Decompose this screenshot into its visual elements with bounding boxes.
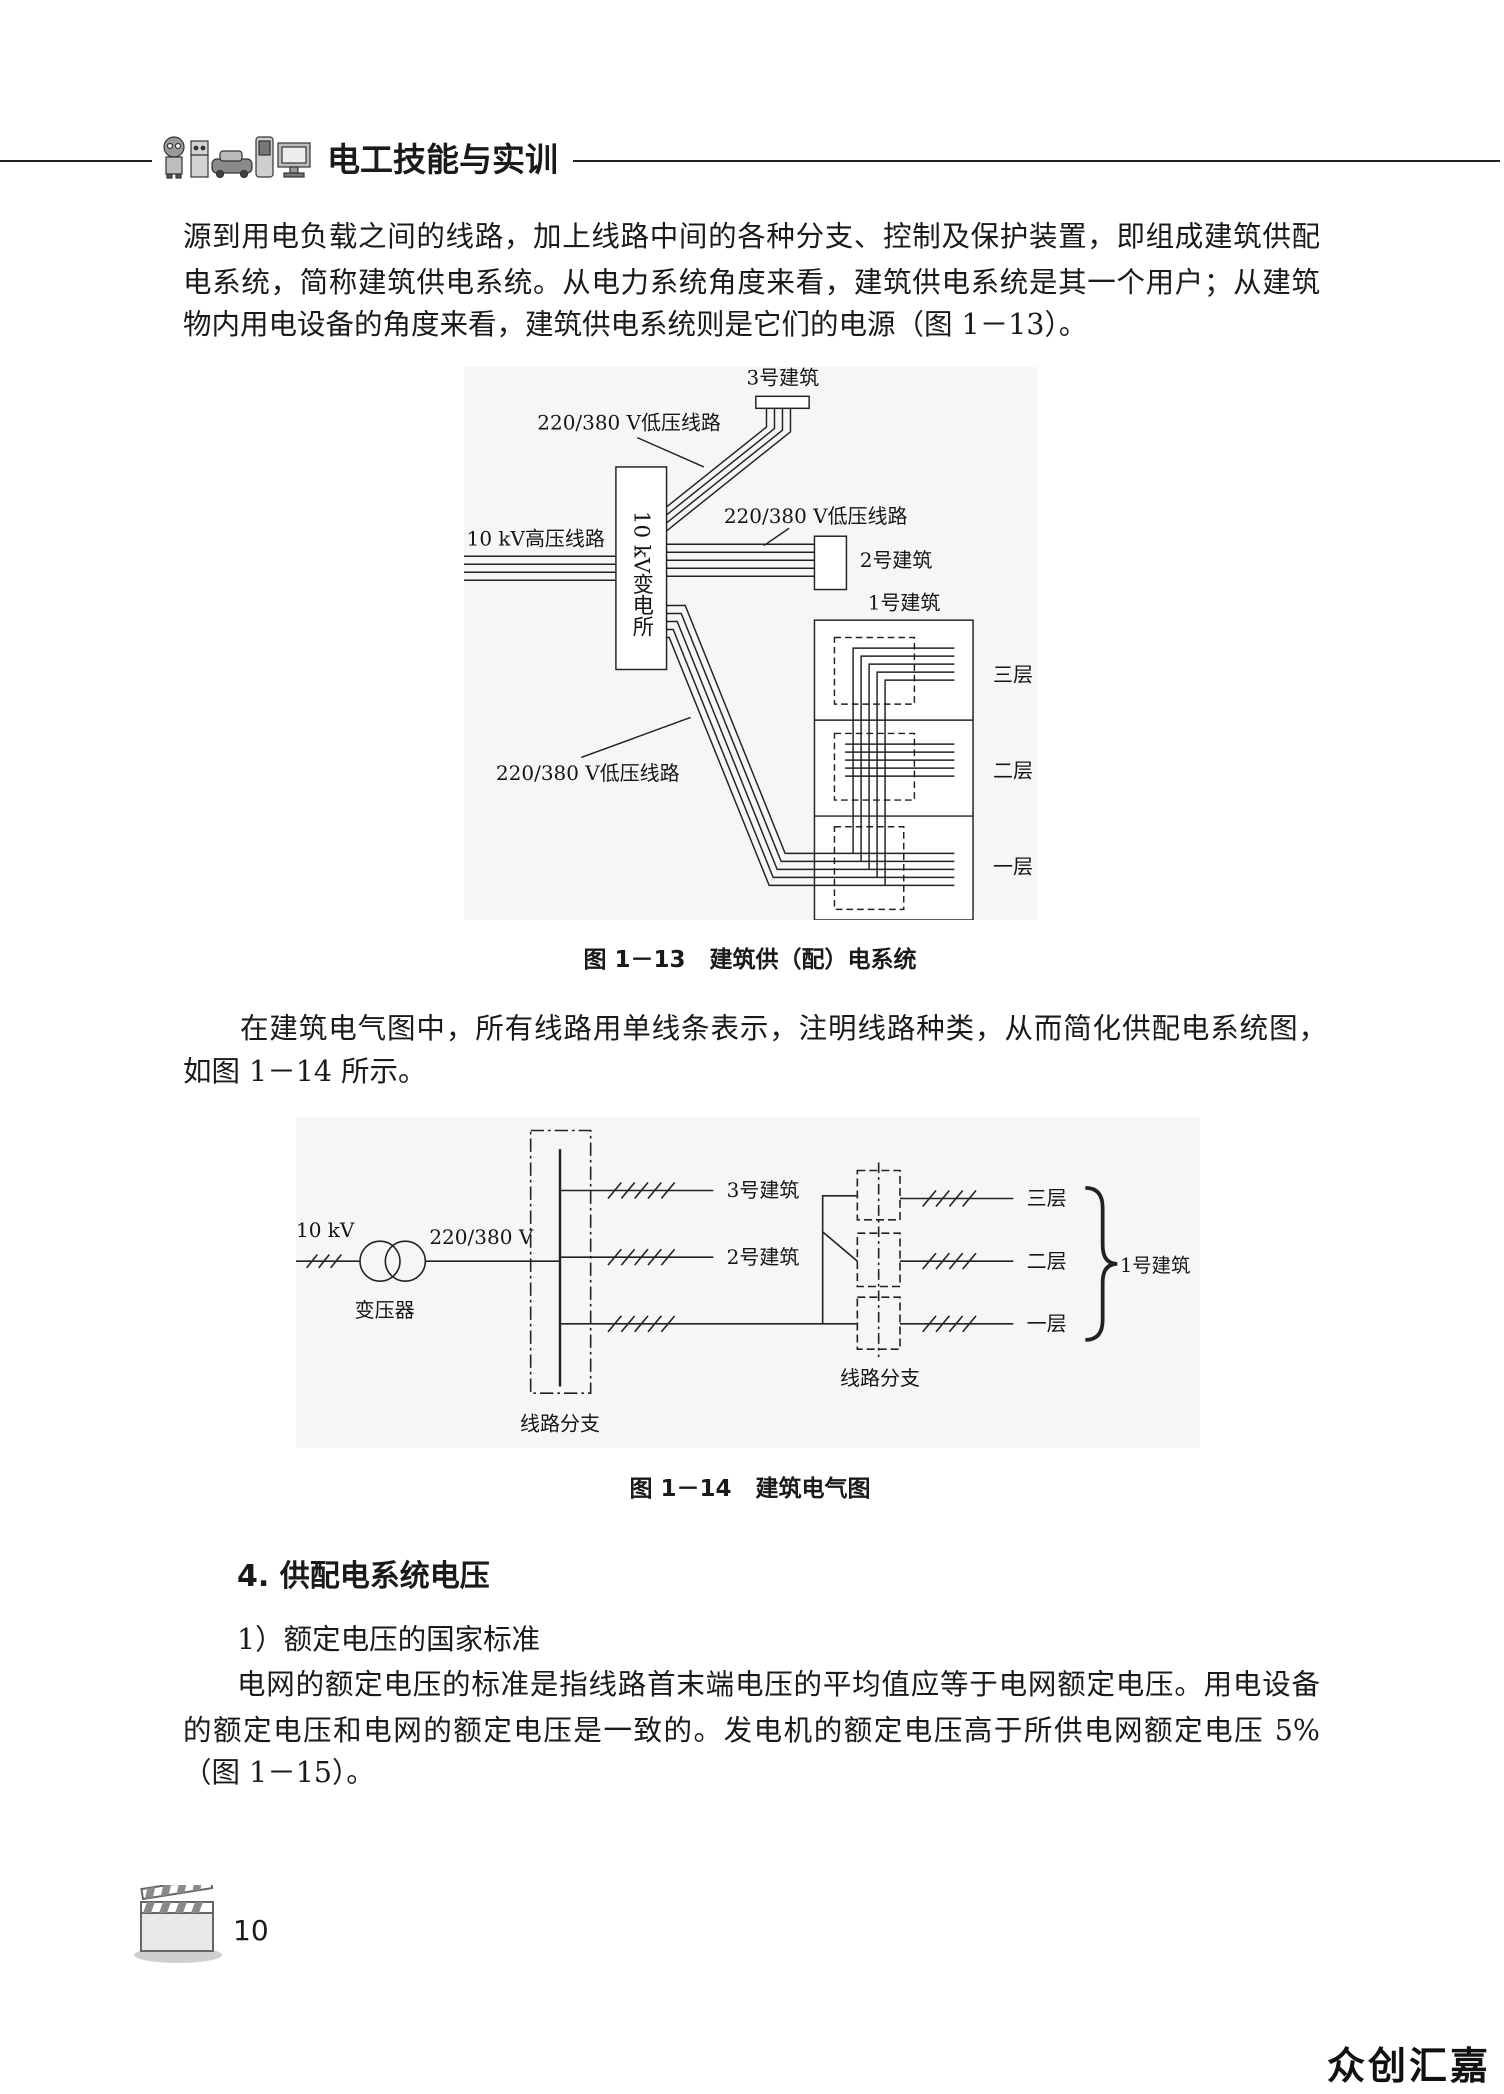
label-leader-line [636, 436, 705, 468]
figure-number: 图 1－14 [629, 1476, 732, 1502]
header-rule-right [573, 160, 1500, 162]
hv-conductor-marks [306, 1254, 342, 1269]
section-paragraph-line: （图 1－15）。 [183, 1756, 375, 1789]
diagram-paragraph-line: 如图 1－14 所示。 [183, 1055, 427, 1088]
floor-riser-line [822, 1231, 858, 1262]
floor-2-label: 二层 [993, 758, 1033, 782]
figure-1-14-caption: 图 1－14 建筑电气图 [0, 1474, 1500, 1504]
floor-branch-label: 线路分支 [840, 1366, 920, 1390]
section-paragraph-line: 电网的额定电压的标准是指线路首末端电压的平均值应等于电网额定电压。用电设备 [237, 1668, 1320, 1701]
lines-to-building-3 [666, 408, 792, 532]
figure-title: 建筑供（配）电系统 [709, 947, 917, 973]
building-2-label: 2号建筑 [860, 548, 933, 572]
floor-3-label: 三层 [993, 662, 1033, 686]
section-paragraph-line: 的额定电压和电网的额定电压是一致的。发电机的额定电压高于所供电网额定电压 5% [183, 1714, 1320, 1747]
building-2-label: 2号建筑 [727, 1245, 800, 1269]
floor-1-label: 一层 [1027, 1312, 1067, 1336]
lv-line-label-bottom: 220/380 V低压线路 [496, 761, 680, 785]
hv-label: 10 kV [296, 1218, 355, 1242]
floor-2-label: 二层 [1027, 1249, 1067, 1273]
lv-label: 220/380 V [429, 1225, 533, 1249]
figure-background [296, 1117, 1200, 1448]
floor-2-branch-lines [845, 743, 955, 777]
building-2-box [813, 535, 848, 591]
building-1-brace [1085, 1185, 1118, 1342]
building-3-box [755, 395, 810, 410]
figure-title: 建筑电气图 [755, 1476, 871, 1502]
substation-label: 10 kV变电所 [629, 511, 654, 638]
intro-paragraph-line: 物内用电设备的角度来看，建筑供电系统则是它们的电源（图 1－13）。 [183, 308, 1088, 341]
floor-1-label: 一层 [993, 854, 1033, 878]
building-1-label: 1号建筑 [1120, 1254, 1190, 1277]
building-3-label: 3号建筑 [727, 1178, 800, 1202]
lv-line-label-top: 220/380 V低压线路 [537, 411, 721, 435]
bus-branch-label: 线路分支 [520, 1412, 600, 1436]
floor-conductor-marks [922, 1189, 977, 1333]
floor-riser-line [821, 1195, 858, 1324]
floor-3-label: 三层 [1027, 1186, 1067, 1210]
page-number: 10 [233, 1914, 269, 1947]
building-1-box [813, 619, 974, 920]
subsection-heading: 1）额定电压的国家标准 [237, 1623, 541, 1656]
intro-paragraph-line: 源到用电负载之间的线路，加上线路中间的各种分支、控制及保护装置，即组成建筑供配 [183, 220, 1320, 253]
header-rule-left [0, 160, 152, 162]
building-1-label: 1号建筑 [868, 591, 941, 615]
watermark-logo: 众创汇嘉 [1327, 2044, 1492, 2088]
lv-line-label-middle: 220/380 V低压线路 [724, 504, 908, 528]
figure-1-13-diagram: 3号建筑 220/380 V低压线路 10 kV高压线路 10 kV变电所 22… [464, 367, 1037, 920]
header-appliance-cartoon-icon [163, 136, 311, 179]
hv-line-label: 10 kV高压线路 [467, 527, 605, 551]
figure-1-14-diagram: 10 kV 220/380 V 变压器 线路分支 3号建筑 2号建筑 线路分支 … [296, 1117, 1200, 1448]
section-heading: 4. 供配电系统电压 [237, 1559, 490, 1594]
label-leader-line [763, 527, 790, 547]
label-leader-line [581, 716, 691, 759]
book-title: 电工技能与实训 [327, 140, 558, 179]
lines-to-building-2 [666, 543, 815, 577]
figure-number: 图 1－13 [583, 947, 686, 973]
figure-1-13-caption: 图 1－13 建筑供（配）电系统 [0, 945, 1500, 975]
diagram-paragraph-line: 在建筑电气图中，所有线路用单线条表示，注明线路种类，从而简化供配电系统图， [240, 1012, 1327, 1045]
transformer-label: 变压器 [355, 1298, 415, 1322]
clapperboard-icon [134, 1885, 222, 1963]
building-1-risers [852, 647, 955, 886]
substation-box [615, 466, 668, 671]
building-3-label: 3号建筑 [747, 367, 820, 389]
branch-conductor-marks [607, 1181, 676, 1333]
high-voltage-lines [464, 555, 616, 581]
intro-paragraph-line: 电系统，简称建筑供电系统。从电力系统角度来看，建筑供电系统是其一个用户；从建筑 [183, 266, 1320, 299]
